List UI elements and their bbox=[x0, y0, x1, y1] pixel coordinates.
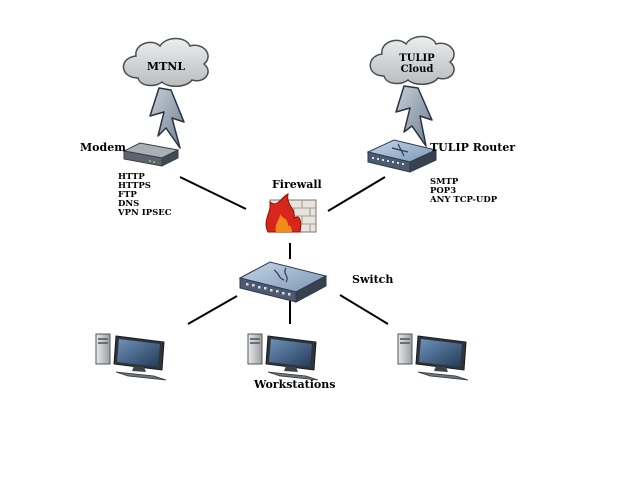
lightning-bolt-icon bbox=[149, 87, 185, 149]
line-modem-firewall bbox=[179, 176, 247, 210]
line-switch-ws-right bbox=[339, 294, 389, 325]
modem-services-list: HTTP HTTPS FTP DNS VPN IPSEC bbox=[118, 173, 171, 218]
workstation-center-icon bbox=[247, 333, 319, 381]
router-service: ANY TCP-UDP bbox=[430, 195, 498, 205]
router-service: POP3 bbox=[430, 186, 457, 196]
firewall-label: Firewall bbox=[272, 178, 322, 191]
modem-service: HTTPS bbox=[118, 181, 151, 191]
line-switch-ws-left bbox=[187, 295, 238, 325]
tulip-cloud-line1: TULIP bbox=[399, 53, 435, 64]
modem-service: VPN IPSEC bbox=[118, 208, 172, 218]
modem-icon bbox=[122, 142, 180, 167]
mtnl-label: MTNL bbox=[147, 60, 185, 73]
tulip-cloud: TULIP Cloud bbox=[369, 35, 455, 85]
router-services-list: SMTP POP3 ANY TCP-UDP bbox=[430, 178, 497, 205]
firewall-icon bbox=[265, 193, 317, 233]
modem-service: FTP bbox=[118, 190, 137, 200]
tulip-router-icon bbox=[366, 139, 438, 173]
modem-label: Modem bbox=[80, 141, 126, 154]
router-label: TULIP Router bbox=[430, 141, 516, 154]
mtnl-cloud: MTNL bbox=[122, 37, 209, 87]
switch-icon bbox=[238, 261, 328, 303]
modem-service: DNS bbox=[118, 199, 140, 209]
lightning-bolt-icon bbox=[395, 85, 433, 147]
workstation-right-icon bbox=[397, 333, 469, 381]
workstation-left-icon bbox=[95, 333, 167, 381]
tulip-cloud-line2: Cloud bbox=[401, 64, 434, 75]
line-router-firewall bbox=[327, 176, 386, 212]
workstations-label: Workstations bbox=[254, 378, 336, 391]
connection-lines bbox=[179, 176, 389, 325]
router-service: SMTP bbox=[430, 177, 459, 187]
modem-service: HTTP bbox=[118, 172, 145, 182]
switch-label: Switch bbox=[352, 273, 394, 286]
